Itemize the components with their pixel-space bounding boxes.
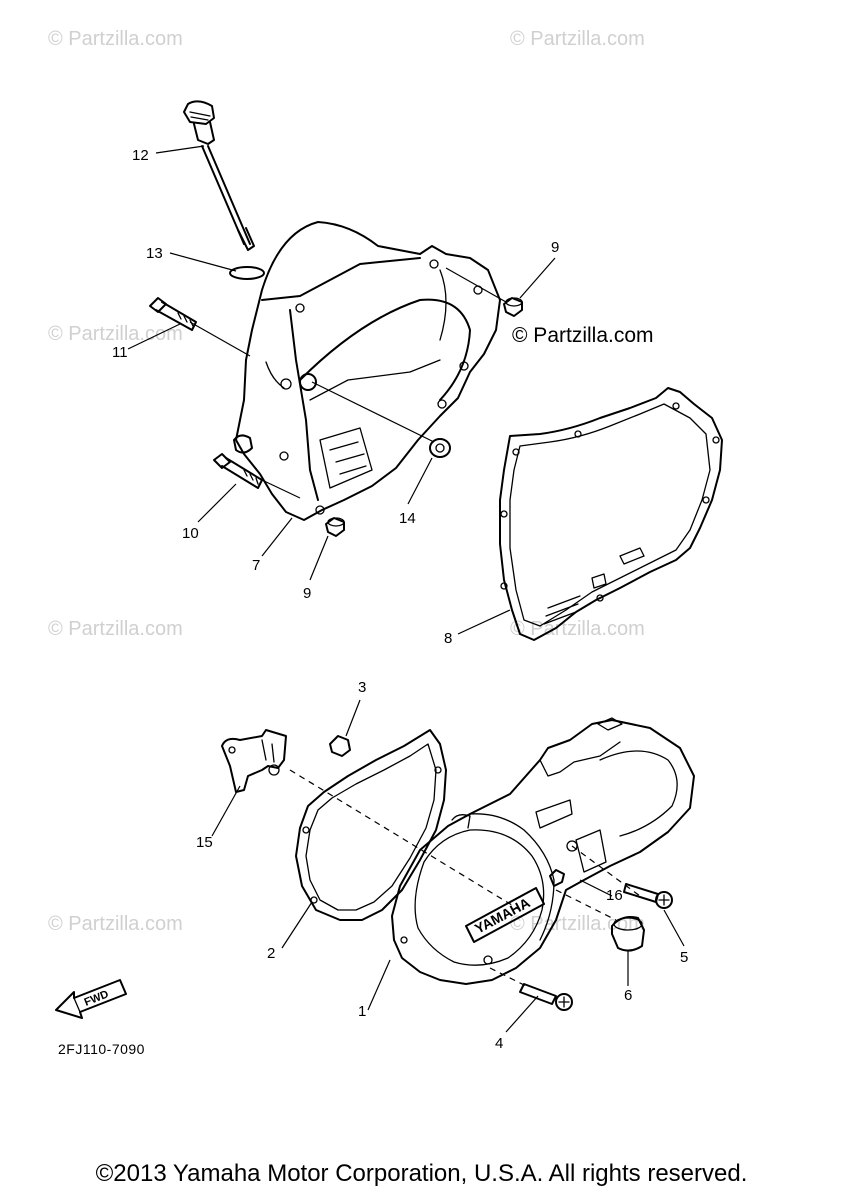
callout-7: 7	[252, 557, 260, 574]
callout-8: 8	[444, 630, 452, 647]
watermark: © Partzilla.com	[48, 28, 183, 50]
callout-14: 14	[399, 510, 416, 527]
callout-3: 3	[358, 679, 366, 696]
watermark-dark: © Partzilla.com	[512, 324, 654, 347]
screw-4-part	[519, 983, 573, 1011]
watermark: © Partzilla.com	[510, 28, 645, 50]
fwd-arrow-icon	[55, 979, 127, 1019]
callout-9-lower: 9	[303, 585, 311, 602]
screw-5-part	[623, 883, 673, 909]
diagram-code: 2FJ110-7090	[58, 1041, 145, 1057]
bracket-15-part	[221, 729, 287, 793]
o-ring-part	[229, 266, 265, 280]
dowel-9-lower-part	[325, 517, 345, 537]
dipstick-part	[183, 100, 255, 251]
callout-15: 15	[196, 834, 213, 851]
callout-6: 6	[624, 987, 632, 1004]
oil-seal-14-part	[429, 438, 451, 458]
gasket-2-part	[295, 729, 447, 921]
callout-13: 13	[146, 245, 163, 262]
grommet-3-part	[329, 735, 351, 757]
watermark: © Partzilla.com	[510, 618, 645, 640]
watermark: © Partzilla.com	[48, 618, 183, 640]
bolt-10-part	[213, 453, 263, 489]
callout-4: 4	[495, 1035, 503, 1052]
crankcase-cover-1-part: YAMAHA	[391, 717, 695, 985]
copyright-notice: ©2013 Yamaha Motor Corporation, U.S.A. A…	[95, 1160, 748, 1187]
callout-5: 5	[680, 949, 688, 966]
callout-2: 2	[267, 945, 275, 962]
callout-1: 1	[358, 1003, 366, 1020]
cap-6-part	[611, 916, 645, 952]
watermark: © Partzilla.com	[48, 323, 183, 345]
callout-10: 10	[182, 525, 199, 542]
callout-11: 11	[112, 344, 128, 361]
watermark: © Partzilla.com	[510, 913, 645, 935]
crankcase-cover-part	[233, 221, 501, 521]
plug-16-part	[549, 869, 565, 887]
watermark: © Partzilla.com	[48, 913, 183, 935]
gasket-8-part	[499, 387, 723, 641]
callout-16: 16	[606, 887, 623, 904]
callout-12: 12	[132, 147, 149, 164]
callout-9-upper: 9	[551, 239, 559, 256]
dowel-9-upper-part	[503, 297, 523, 317]
